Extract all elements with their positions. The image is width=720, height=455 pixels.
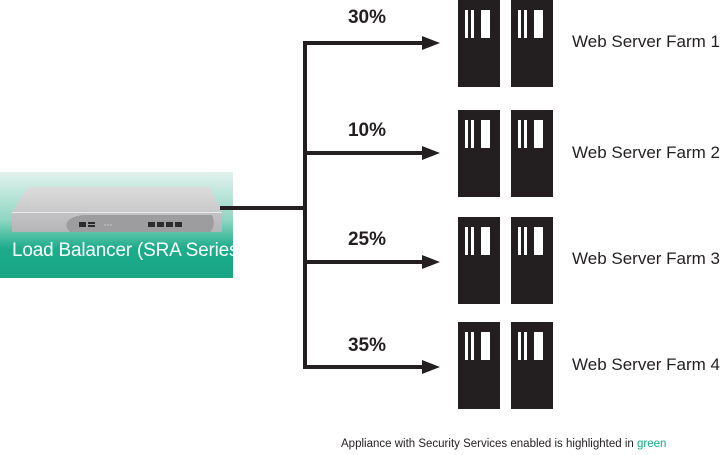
server-farm-2 [458,110,553,197]
arrow-head-icon [422,255,440,269]
server-tower-icon [511,322,553,409]
server-farm-label: Web Server Farm 2 [572,143,720,162]
distribution-percent: 30% [347,7,387,28]
appliance-ports [79,222,182,227]
distribution-percent: 25% [347,229,387,250]
distribution-percent: 35% [347,335,387,356]
distribution-arrow [305,255,440,269]
server-tower-icon [511,217,553,304]
footnote-text: Appliance with Security Services enabled… [341,438,634,450]
distribution-percent: 10% [347,120,387,141]
server-farm-label: Web Server Farm 4 [572,355,720,374]
server-farm-3 [458,217,553,304]
arrow-head-icon [422,146,440,160]
load-balancer-label: Load Balancer (SRA Series) [12,240,245,261]
distribution-arrow [305,146,440,160]
server-farm-label: Web Server Farm 1 [572,32,720,51]
network-appliance-icon [12,187,222,232]
server-tower-icon [458,110,500,197]
appliance-leds [104,224,112,226]
footnote: Appliance with Security Services enabled… [341,438,666,450]
appliance-front-panel [66,215,214,232]
server-farm-1 [458,0,553,87]
server-tower-icon [511,0,553,87]
arrow-head-icon [422,360,440,374]
server-tower-icon [458,0,500,87]
distribution-arrow [305,36,440,50]
footnote-highlight-word: green [636,438,667,450]
server-farm-4 [458,322,553,409]
server-tower-icon [511,110,553,197]
distribution-arrow [305,360,440,374]
server-tower-icon [458,322,500,409]
connection-lines [220,41,307,369]
appliance-top [12,187,222,212]
arrow-head-icon [422,36,440,50]
server-tower-icon [458,217,500,304]
server-farm-label: Web Server Farm 3 [572,249,720,268]
